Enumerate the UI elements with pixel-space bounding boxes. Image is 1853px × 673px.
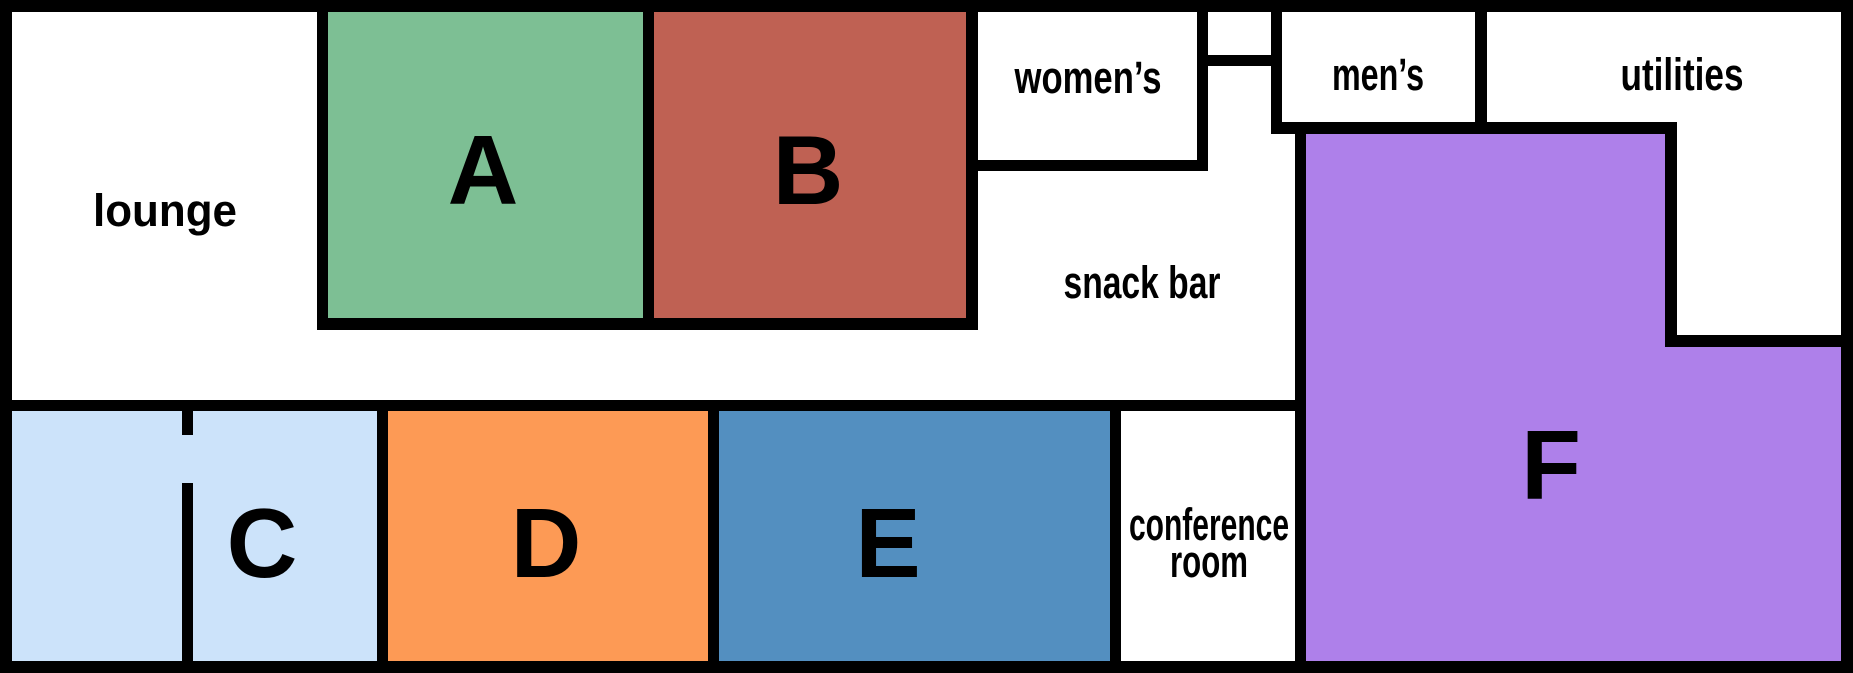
wall	[643, 12, 654, 318]
wall	[1665, 134, 1677, 347]
room-d-label: D	[511, 488, 582, 598]
wall	[1208, 55, 1282, 66]
wall	[966, 12, 978, 330]
conference-room-label2: room	[1170, 536, 1248, 587]
wall	[317, 318, 978, 330]
wall	[182, 483, 193, 661]
womens-restroom-label: women’s	[1014, 52, 1162, 103]
room-e-area	[713, 405, 1115, 665]
wall	[708, 411, 719, 661]
room-b-label: B	[773, 115, 844, 225]
wall	[0, 400, 1306, 411]
room-f-label: F	[1521, 410, 1581, 520]
wall	[0, 661, 1853, 673]
utilities-room-label: utilities	[1621, 49, 1744, 100]
wall	[0, 0, 12, 673]
wall	[1841, 0, 1853, 673]
wall	[1110, 411, 1121, 661]
room-e-label: E	[855, 488, 920, 598]
room-a-area	[320, 12, 650, 322]
room-c-area	[12, 405, 382, 665]
wall	[317, 12, 328, 330]
room-a-label: A	[448, 115, 519, 225]
lounge-label: lounge	[93, 185, 237, 236]
wall	[1475, 12, 1487, 122]
wall	[182, 411, 193, 435]
wall	[978, 160, 1208, 171]
snack-bar-label: snack bar	[1064, 257, 1221, 308]
wall	[1295, 133, 1306, 661]
room-b-area	[650, 12, 972, 322]
wall	[1271, 12, 1282, 133]
wall	[1271, 122, 1677, 134]
wall	[0, 0, 1853, 12]
mens-restroom-label: men’s	[1332, 49, 1424, 100]
room-d-area	[382, 405, 713, 665]
wall	[1197, 12, 1208, 171]
wall	[377, 411, 388, 661]
conference-room-label: conference	[1129, 499, 1289, 550]
room-f-area	[1300, 128, 1841, 665]
wall	[1665, 335, 1841, 347]
room-c-label: C	[227, 488, 298, 598]
